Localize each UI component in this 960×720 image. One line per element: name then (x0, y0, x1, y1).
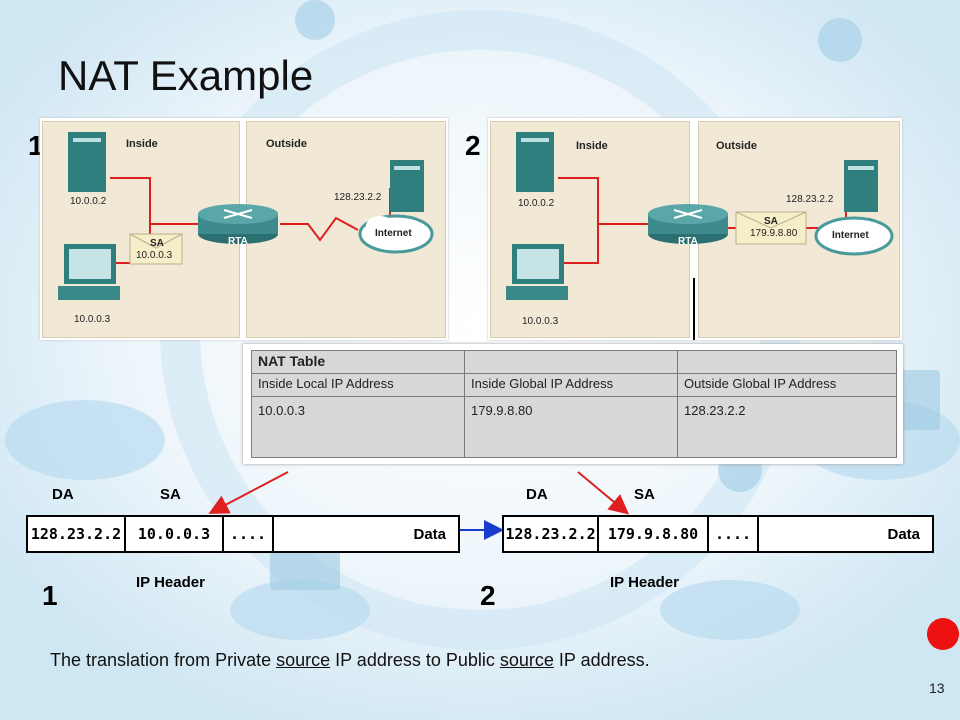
diagram-1: Inside Outside 10.0.0.2 10.0.0.3 SA 10.0… (40, 118, 448, 340)
sa-value: 179.9.8.80 (750, 228, 798, 239)
sa-field: 10.0.0.3 (126, 517, 224, 551)
step-number-2-bottom: 2 (480, 580, 496, 611)
sa-label: SA (150, 238, 164, 249)
computer-icon (506, 244, 568, 300)
computer-icon (58, 244, 120, 300)
arrow-to-packet-2 (577, 471, 630, 515)
pc-ip: 10.0.0.3 (522, 316, 559, 327)
step-number-1-top: 1 (28, 130, 44, 161)
da-label: DA (52, 486, 74, 503)
cloud-icon (814, 216, 894, 256)
sa-label: SA (160, 486, 181, 503)
sa-value: 10.0.0.3 (136, 250, 173, 261)
pc-ip: 10.0.0.3 (74, 314, 111, 325)
arrow-to-packet-1 (208, 471, 289, 514)
diagram-2: Inside Outside 10.0.0.2 10.0.0.3 SA 179.… (488, 118, 902, 340)
remote-ip: 128.23.2.2 (334, 192, 382, 203)
internet-label: Internet (375, 228, 412, 239)
server-ip: 10.0.0.2 (70, 196, 107, 207)
column-header: Inside Global IP Address (464, 373, 678, 397)
server-ip: 10.0.0.2 (518, 198, 555, 209)
router-label: RTA (678, 236, 698, 247)
router-icon (648, 204, 728, 244)
data-field: Data (413, 525, 446, 543)
outside-label: Outside (716, 140, 757, 152)
network-drawing-1 (58, 132, 434, 300)
sa-field: 179.9.8.80 (599, 517, 709, 551)
sa-label: SA (764, 216, 778, 227)
sa-label: SA (634, 486, 655, 503)
inside-label: Inside (576, 140, 608, 152)
inside-label: Inside (126, 138, 158, 150)
ip-packet-2: 128.23.2.2 179.9.8.80 .... Data (502, 515, 934, 553)
remote-ip: 128.23.2.2 (786, 194, 834, 205)
caption: The translation from Private source IP a… (50, 650, 650, 670)
slide-title: NAT Example (58, 52, 314, 99)
da-field: 128.23.2.2 (504, 517, 599, 551)
da-label: DA (526, 486, 548, 503)
column-header: Outside Global IP Address (677, 373, 897, 397)
envelope-icon (735, 211, 807, 245)
column-header: Inside Local IP Address (251, 373, 465, 397)
record-dot-icon (927, 618, 959, 650)
nat-table-title: NAT Table (251, 350, 465, 374)
router-label: RTA (228, 236, 248, 247)
nat-table: NAT Table Inside Local IP Address Inside… (243, 344, 903, 464)
ip-packet-1: 128.23.2.2 10.0.0.3 .... Data (26, 515, 460, 553)
ellipsis-field: .... (709, 517, 759, 551)
table-cell: 10.0.0.3 (251, 396, 465, 458)
step-number-2-top: 2 (465, 130, 481, 161)
router-icon (198, 204, 278, 244)
data-field: Data (887, 525, 920, 543)
table-cell: 128.23.2.2 (677, 396, 897, 458)
page-number: 13 (929, 680, 945, 696)
server-icon (516, 132, 554, 192)
network-drawing-2 (506, 132, 894, 340)
envelope-icon (129, 233, 183, 265)
server-icon (68, 132, 106, 192)
ip-header-label: IP Header (136, 574, 205, 591)
step-number-1-bottom: 1 (42, 580, 58, 611)
outside-label: Outside (266, 138, 307, 150)
ellipsis-field: .... (224, 517, 274, 551)
da-field: 128.23.2.2 (28, 517, 126, 551)
cloud-icon (358, 214, 434, 254)
server-icon (844, 160, 878, 212)
server-icon (390, 160, 424, 212)
internet-label: Internet (832, 230, 869, 241)
ip-header-label: IP Header (610, 574, 679, 591)
